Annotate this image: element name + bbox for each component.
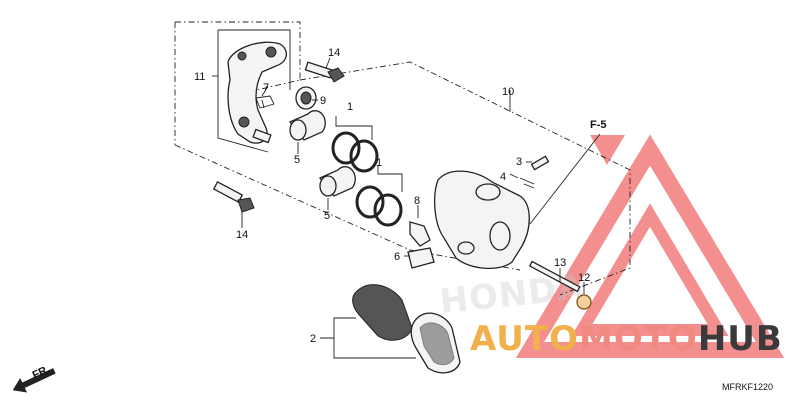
callout-8: 8 [414, 195, 420, 207]
callout-12: 12 [578, 272, 590, 284]
boot-9 [295, 86, 317, 110]
callout-1-upper: 1 [347, 101, 353, 113]
pin-plug-12 [576, 294, 592, 310]
callout-9: 9 [320, 95, 326, 107]
clip-7 [255, 95, 275, 109]
pad-pin-13 [528, 260, 581, 293]
callout-6: 6 [394, 251, 400, 263]
bolt-14-upper [304, 61, 345, 83]
piston-5-lower [318, 166, 356, 197]
leader-lines [212, 57, 601, 359]
bleeder-cap-4 [519, 177, 535, 189]
caliper-body-10 [433, 170, 530, 270]
group-outline-caliper [299, 61, 631, 296]
callout-4: 4 [500, 171, 506, 183]
callout-1-lower: 1 [376, 157, 382, 169]
callout-5-lower: 5 [324, 210, 330, 222]
watermark-moto: MOTO [579, 319, 698, 359]
section-ref-f5: F-5 [590, 119, 607, 131]
caliper-bracket [227, 41, 287, 144]
slide-pin-8 [409, 221, 431, 247]
bolt-14-lower [212, 181, 255, 213]
callout-10: 10 [502, 86, 514, 98]
brake-pad-2-front [410, 312, 461, 374]
bleeder-screw-3 [530, 155, 550, 171]
callout-11: 11 [194, 71, 205, 83]
seal-set-1-lower [355, 185, 403, 227]
bracket-box-left [217, 30, 269, 153]
seal-set-1-upper [331, 131, 379, 173]
front-arrow-label: FR. [31, 363, 52, 381]
brake-pad-2-rear [352, 284, 413, 341]
watermark-hub: HUB [698, 319, 783, 359]
watermark-brand-ghost: HONDA [438, 267, 587, 322]
callout-5-upper: 5 [294, 154, 300, 166]
watermark-wordmark: AUTOMOTOHUB [470, 319, 783, 359]
bracket-box [218, 29, 291, 90]
callout-14-upper: 14 [328, 47, 340, 59]
callout-2: 2 [310, 333, 316, 345]
group-outline-lower [174, 144, 411, 251]
front-arrow-icon [12, 368, 56, 393]
callout-14-lower: 14 [236, 229, 248, 241]
watermark-auto: AUTO [470, 319, 579, 359]
callout-3: 3 [516, 156, 522, 168]
diagram-code: MFRKF1220 [722, 382, 773, 392]
watermark-triangle-logo [515, 134, 785, 358]
callout-13: 13 [554, 257, 566, 269]
callout-7: 7 [263, 82, 269, 94]
pad-spring-6 [407, 247, 435, 269]
piston-5-upper [288, 110, 326, 141]
